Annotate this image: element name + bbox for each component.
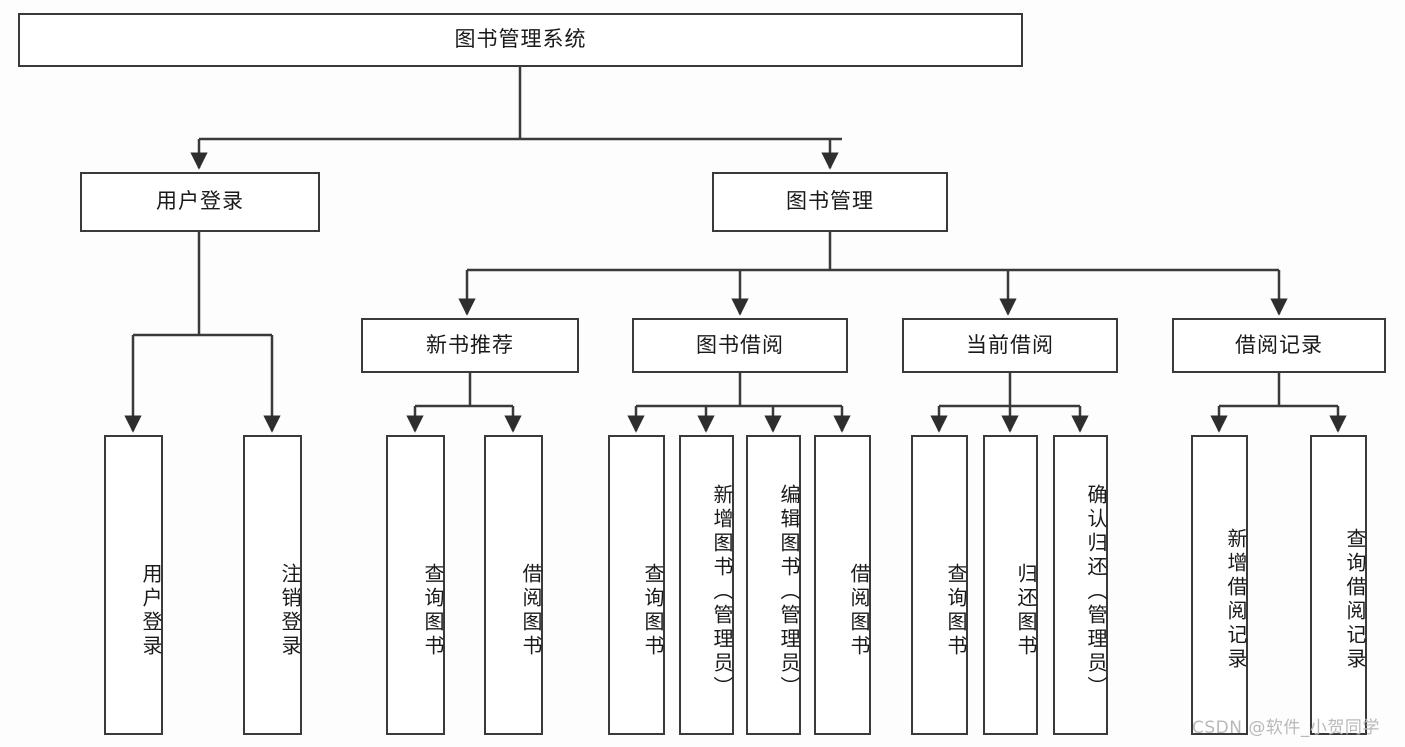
node-leaf-query-borrow-record-label: 查询借阅记录 <box>1343 528 1367 672</box>
node-current-borrow[interactable]: 当前借阅 <box>902 318 1118 373</box>
node-leaf-query-book-3[interactable]: 查询图书 <box>911 435 968 735</box>
node-leaf-edit-book-admin-label: 编辑图书（管理员） <box>777 484 801 700</box>
node-new-book-recommend[interactable]: 新书推荐 <box>361 318 579 373</box>
node-borrow-record-label: 借阅记录 <box>1235 332 1323 357</box>
node-user-login-label: 用户登录 <box>156 189 244 214</box>
watermark: CSDN @软件_小贺同学 <box>1192 718 1380 738</box>
node-leaf-edit-book-admin[interactable]: 编辑图书（管理员） <box>746 435 801 735</box>
node-book-manage-label: 图书管理 <box>786 189 874 214</box>
node-leaf-borrow-book-2[interactable]: 借阅图书 <box>814 435 871 735</box>
node-book-borrow[interactable]: 图书借阅 <box>632 318 848 373</box>
node-leaf-query-borrow-record[interactable]: 查询借阅记录 <box>1310 435 1367 735</box>
node-book-borrow-label: 图书借阅 <box>696 332 784 357</box>
node-leaf-confirm-return-admin-label: 确认归还（管理员） <box>1084 484 1108 700</box>
node-new-book-recommend-label: 新书推荐 <box>426 332 514 357</box>
node-leaf-confirm-return-admin[interactable]: 确认归还（管理员） <box>1053 435 1108 735</box>
node-root-label: 图书管理系统 <box>454 27 587 52</box>
node-leaf-query-book-2-label: 查询图书 <box>641 563 665 659</box>
node-book-manage[interactable]: 图书管理 <box>712 172 948 232</box>
node-leaf-add-book-admin[interactable]: 新增图书（管理员） <box>679 435 734 735</box>
node-leaf-query-book-2[interactable]: 查询图书 <box>608 435 665 735</box>
node-current-borrow-label: 当前借阅 <box>966 332 1054 357</box>
node-leaf-return-book[interactable]: 归还图书 <box>983 435 1038 735</box>
node-leaf-user-login[interactable]: 用户登录 <box>104 435 163 735</box>
node-leaf-borrow-book-2-label: 借阅图书 <box>847 563 871 659</box>
node-leaf-query-book-1[interactable]: 查询图书 <box>386 435 445 735</box>
node-leaf-add-borrow-record-label: 新增借阅记录 <box>1224 528 1248 672</box>
node-leaf-logout[interactable]: 注销登录 <box>243 435 302 735</box>
node-leaf-borrow-book-1[interactable]: 借阅图书 <box>484 435 543 735</box>
node-root[interactable]: 图书管理系统 <box>18 13 1023 67</box>
node-user-login[interactable]: 用户登录 <box>80 172 320 232</box>
node-leaf-add-book-admin-label: 新增图书（管理员） <box>710 484 734 700</box>
node-leaf-logout-label: 注销登录 <box>278 563 302 659</box>
node-leaf-user-login-label: 用户登录 <box>139 563 163 659</box>
node-leaf-add-borrow-record[interactable]: 新增借阅记录 <box>1191 435 1248 735</box>
node-borrow-record[interactable]: 借阅记录 <box>1172 318 1386 373</box>
node-leaf-borrow-book-1-label: 借阅图书 <box>519 563 543 659</box>
node-leaf-query-book-3-label: 查询图书 <box>944 563 968 659</box>
node-leaf-query-book-1-label: 查询图书 <box>421 563 445 659</box>
node-leaf-return-book-label: 归还图书 <box>1014 563 1038 659</box>
